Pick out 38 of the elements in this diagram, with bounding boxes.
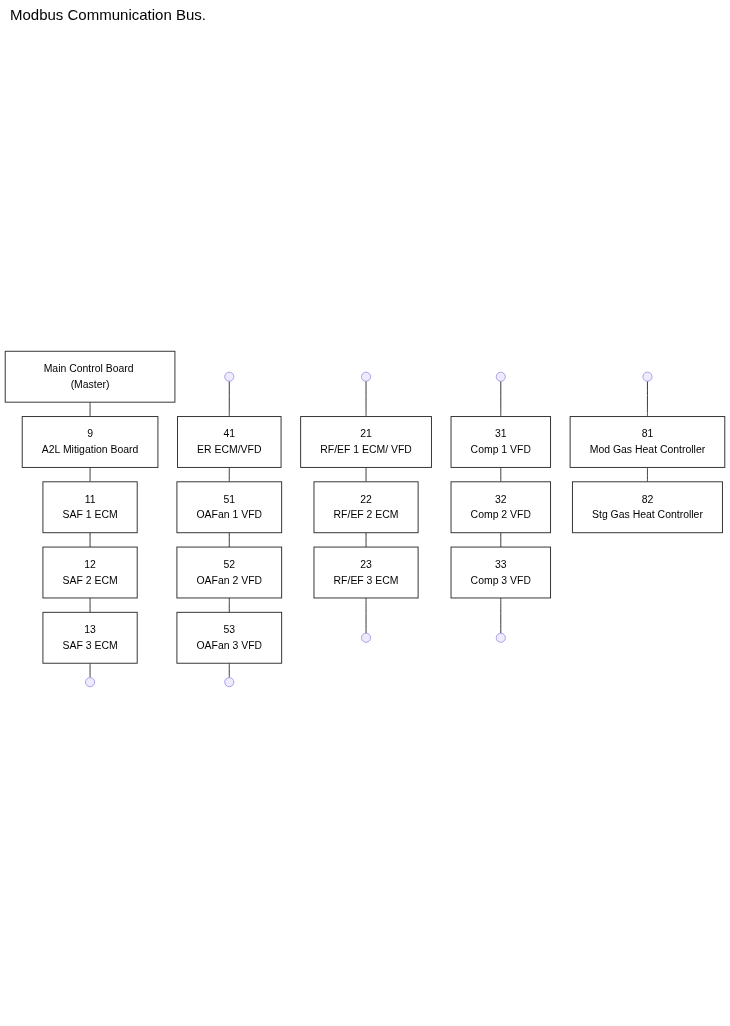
node-box: 22 RF/EF 2 ECM <box>313 481 419 534</box>
connector <box>228 597 230 613</box>
node-box: 33 Comp 3 VFD <box>450 546 552 599</box>
node-box: 12 SAF 2 ECM <box>42 546 138 599</box>
connector <box>89 662 91 679</box>
connector <box>228 466 230 483</box>
node-box: 31 Comp 1 VFD <box>450 416 552 468</box>
bus-label: Modbus Communication Bus. <box>10 6 207 23</box>
connector <box>500 380 502 418</box>
connector <box>646 380 648 418</box>
node-box: 9 A2L Mitigation Board <box>21 416 159 468</box>
connector <box>228 532 230 548</box>
connector <box>646 466 648 483</box>
node-box: 13 SAF 3 ECM <box>42 611 138 664</box>
node-box: Main Control Board (Master) <box>4 350 176 403</box>
connector <box>365 466 367 483</box>
connector <box>500 466 502 483</box>
node-box: 81 Mod Gas Heat Controller <box>569 416 726 468</box>
node-box: 11 SAF 1 ECM <box>42 481 138 534</box>
connector <box>89 532 91 548</box>
connector <box>89 466 91 483</box>
connector <box>365 532 367 548</box>
node-box: 52 OAFan 2 VFD <box>176 546 283 599</box>
connector <box>89 597 91 613</box>
node-box: 32 Comp 2 VFD <box>450 481 552 534</box>
connector <box>89 401 91 418</box>
node-box: 23 RF/EF 3 ECM <box>313 546 419 599</box>
node-box: 51 OAFan 1 VFD <box>176 481 283 534</box>
node-box: 53 OAFan 3 VFD <box>176 611 283 664</box>
node-box: 21 RF/EF 1 ECM/ VFD <box>300 416 432 468</box>
connector <box>500 597 502 634</box>
connector <box>228 662 230 679</box>
node-box: 41 ER ECM/VFD <box>177 416 282 468</box>
connector <box>365 597 367 634</box>
connector <box>500 532 502 548</box>
node-box: 82 Stg Gas Heat Controller <box>571 481 723 534</box>
connector <box>228 380 230 418</box>
connector <box>365 380 367 418</box>
